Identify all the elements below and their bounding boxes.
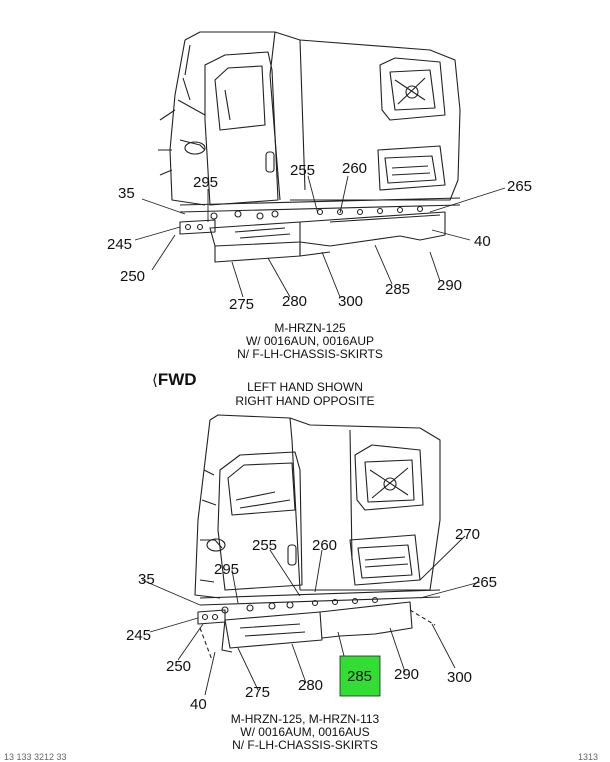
top-caption-line: M-HRZN-125: [274, 321, 346, 335]
highlight-box[interactable]: [339, 655, 381, 697]
bottom-callout: 265: [472, 574, 497, 591]
bottom-caption-line: W/ 0016AUM, 0016AUS: [240, 725, 370, 739]
bottom-callout: 260: [312, 537, 337, 554]
bottom-callout: 270: [455, 526, 480, 543]
orientation-note: LEFT HAND SHOWN RIGHT HAND OPPOSITE: [220, 380, 390, 408]
bottom-callout: 290: [394, 666, 419, 683]
top-leader-lines: [134, 175, 506, 298]
bottom-cab-drawing: [194, 414, 441, 661]
bottom-caption-line: M-HRZN-125, M-HRZN-113: [230, 712, 380, 726]
bottom-callout: 245: [126, 627, 151, 644]
top-callouts: 35 295 255 260 265 245 40 250 275 280 30…: [107, 160, 532, 313]
bottom-callout: 280: [298, 677, 323, 694]
top-callout: 35: [118, 185, 135, 202]
top-callout: 245: [107, 236, 132, 253]
fwd-label: FWD: [157, 370, 197, 389]
bottom-callout: 275: [245, 684, 270, 701]
fwd-indicator: ⟨FWD: [152, 370, 197, 390]
bottom-callout: 250: [166, 658, 191, 675]
footer-left: 13 133 3212 33: [4, 752, 67, 762]
bottom-caption-line: N/ F-LH-CHASSIS-SKIRTS: [232, 738, 378, 752]
top-callout: 285: [385, 281, 410, 298]
top-caption-line: W/ 0016AUN, 0016AUP: [245, 334, 375, 348]
orientation-note-line: LEFT HAND SHOWN: [247, 380, 363, 394]
bottom-callout: 40: [190, 696, 207, 713]
top-callout: 300: [338, 293, 363, 310]
top-caption-line: N/ F-LH-CHASSIS-SKIRTS: [237, 347, 383, 361]
bottom-callout: 35: [138, 571, 155, 588]
top-callout: 40: [474, 233, 491, 250]
bottom-callout: 255: [252, 537, 277, 554]
top-caption: M-HRZN-125 W/ 0016AUN, 0016AUP N/ F-LH-C…: [150, 322, 470, 361]
top-callout: 295: [193, 174, 218, 191]
bottom-callout: 300: [447, 669, 472, 686]
top-callout: 265: [507, 178, 532, 195]
orientation-note-line: RIGHT HAND OPPOSITE: [235, 394, 375, 408]
footer-right: 1313: [578, 752, 599, 762]
bottom-caption: M-HRZN-125, M-HRZN-113 W/ 0016AUM, 0016A…: [145, 713, 465, 752]
bottom-callout: 295: [214, 561, 239, 578]
top-callout: 260: [342, 160, 367, 177]
highlighted-callout-285[interactable]: 285: [347, 668, 372, 685]
bottom-leader-lines: [141, 535, 481, 696]
top-callout: 275: [229, 296, 254, 313]
top-callout: 290: [437, 277, 462, 294]
top-callout: 250: [120, 268, 145, 285]
top-callout: 255: [290, 162, 315, 179]
fwd-arrow-icon: ⟨: [152, 372, 158, 389]
top-callout: 280: [282, 293, 307, 310]
top-cab-drawing: [158, 31, 461, 263]
bottom-callouts: 35 295 255 260 270 265 245 250 40 275 28…: [126, 526, 497, 713]
